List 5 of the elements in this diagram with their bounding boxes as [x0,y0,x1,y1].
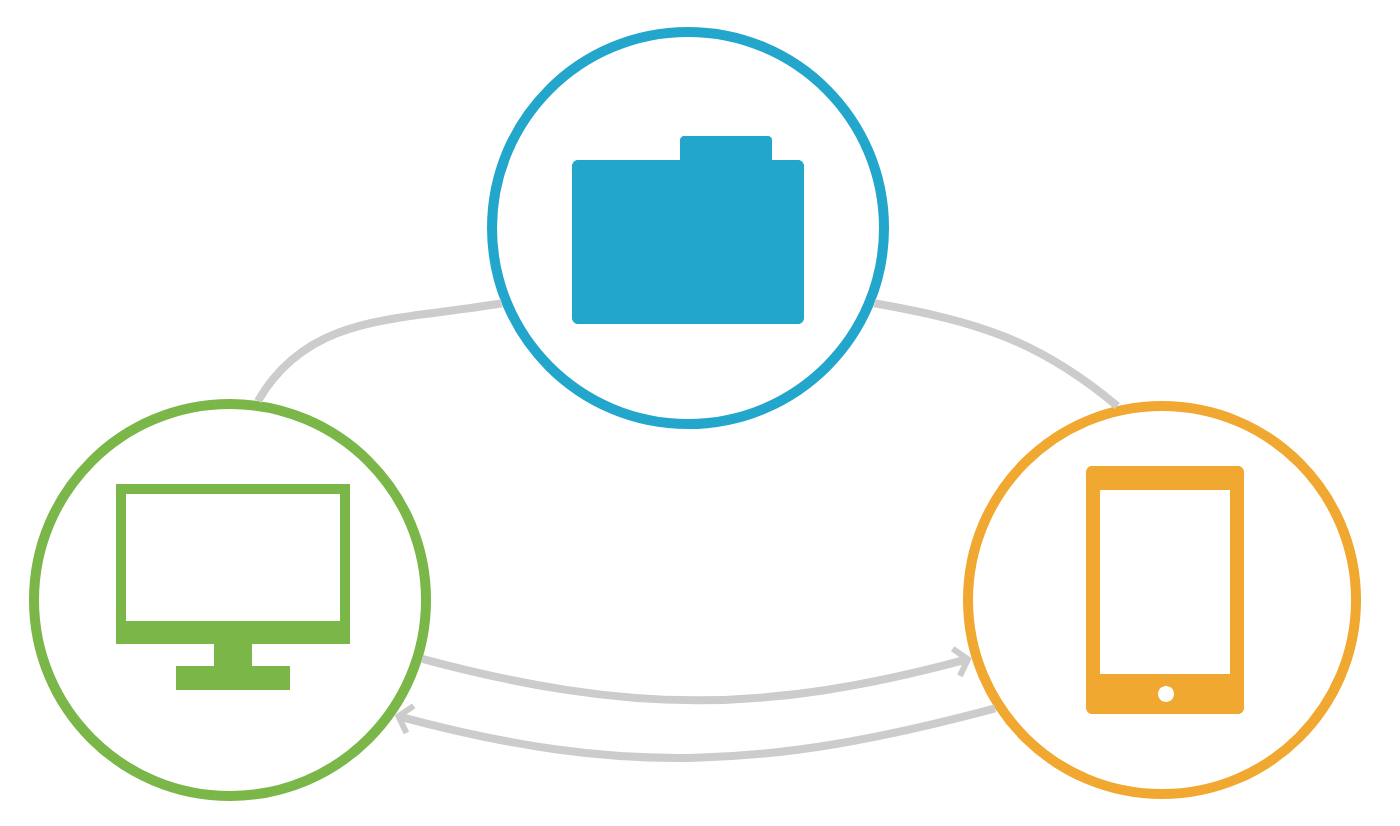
folder-circle [487,27,889,429]
monitor-circle [29,399,431,801]
arrow [394,703,997,762]
tablet-circle [963,401,1361,799]
arrow [421,646,972,705]
